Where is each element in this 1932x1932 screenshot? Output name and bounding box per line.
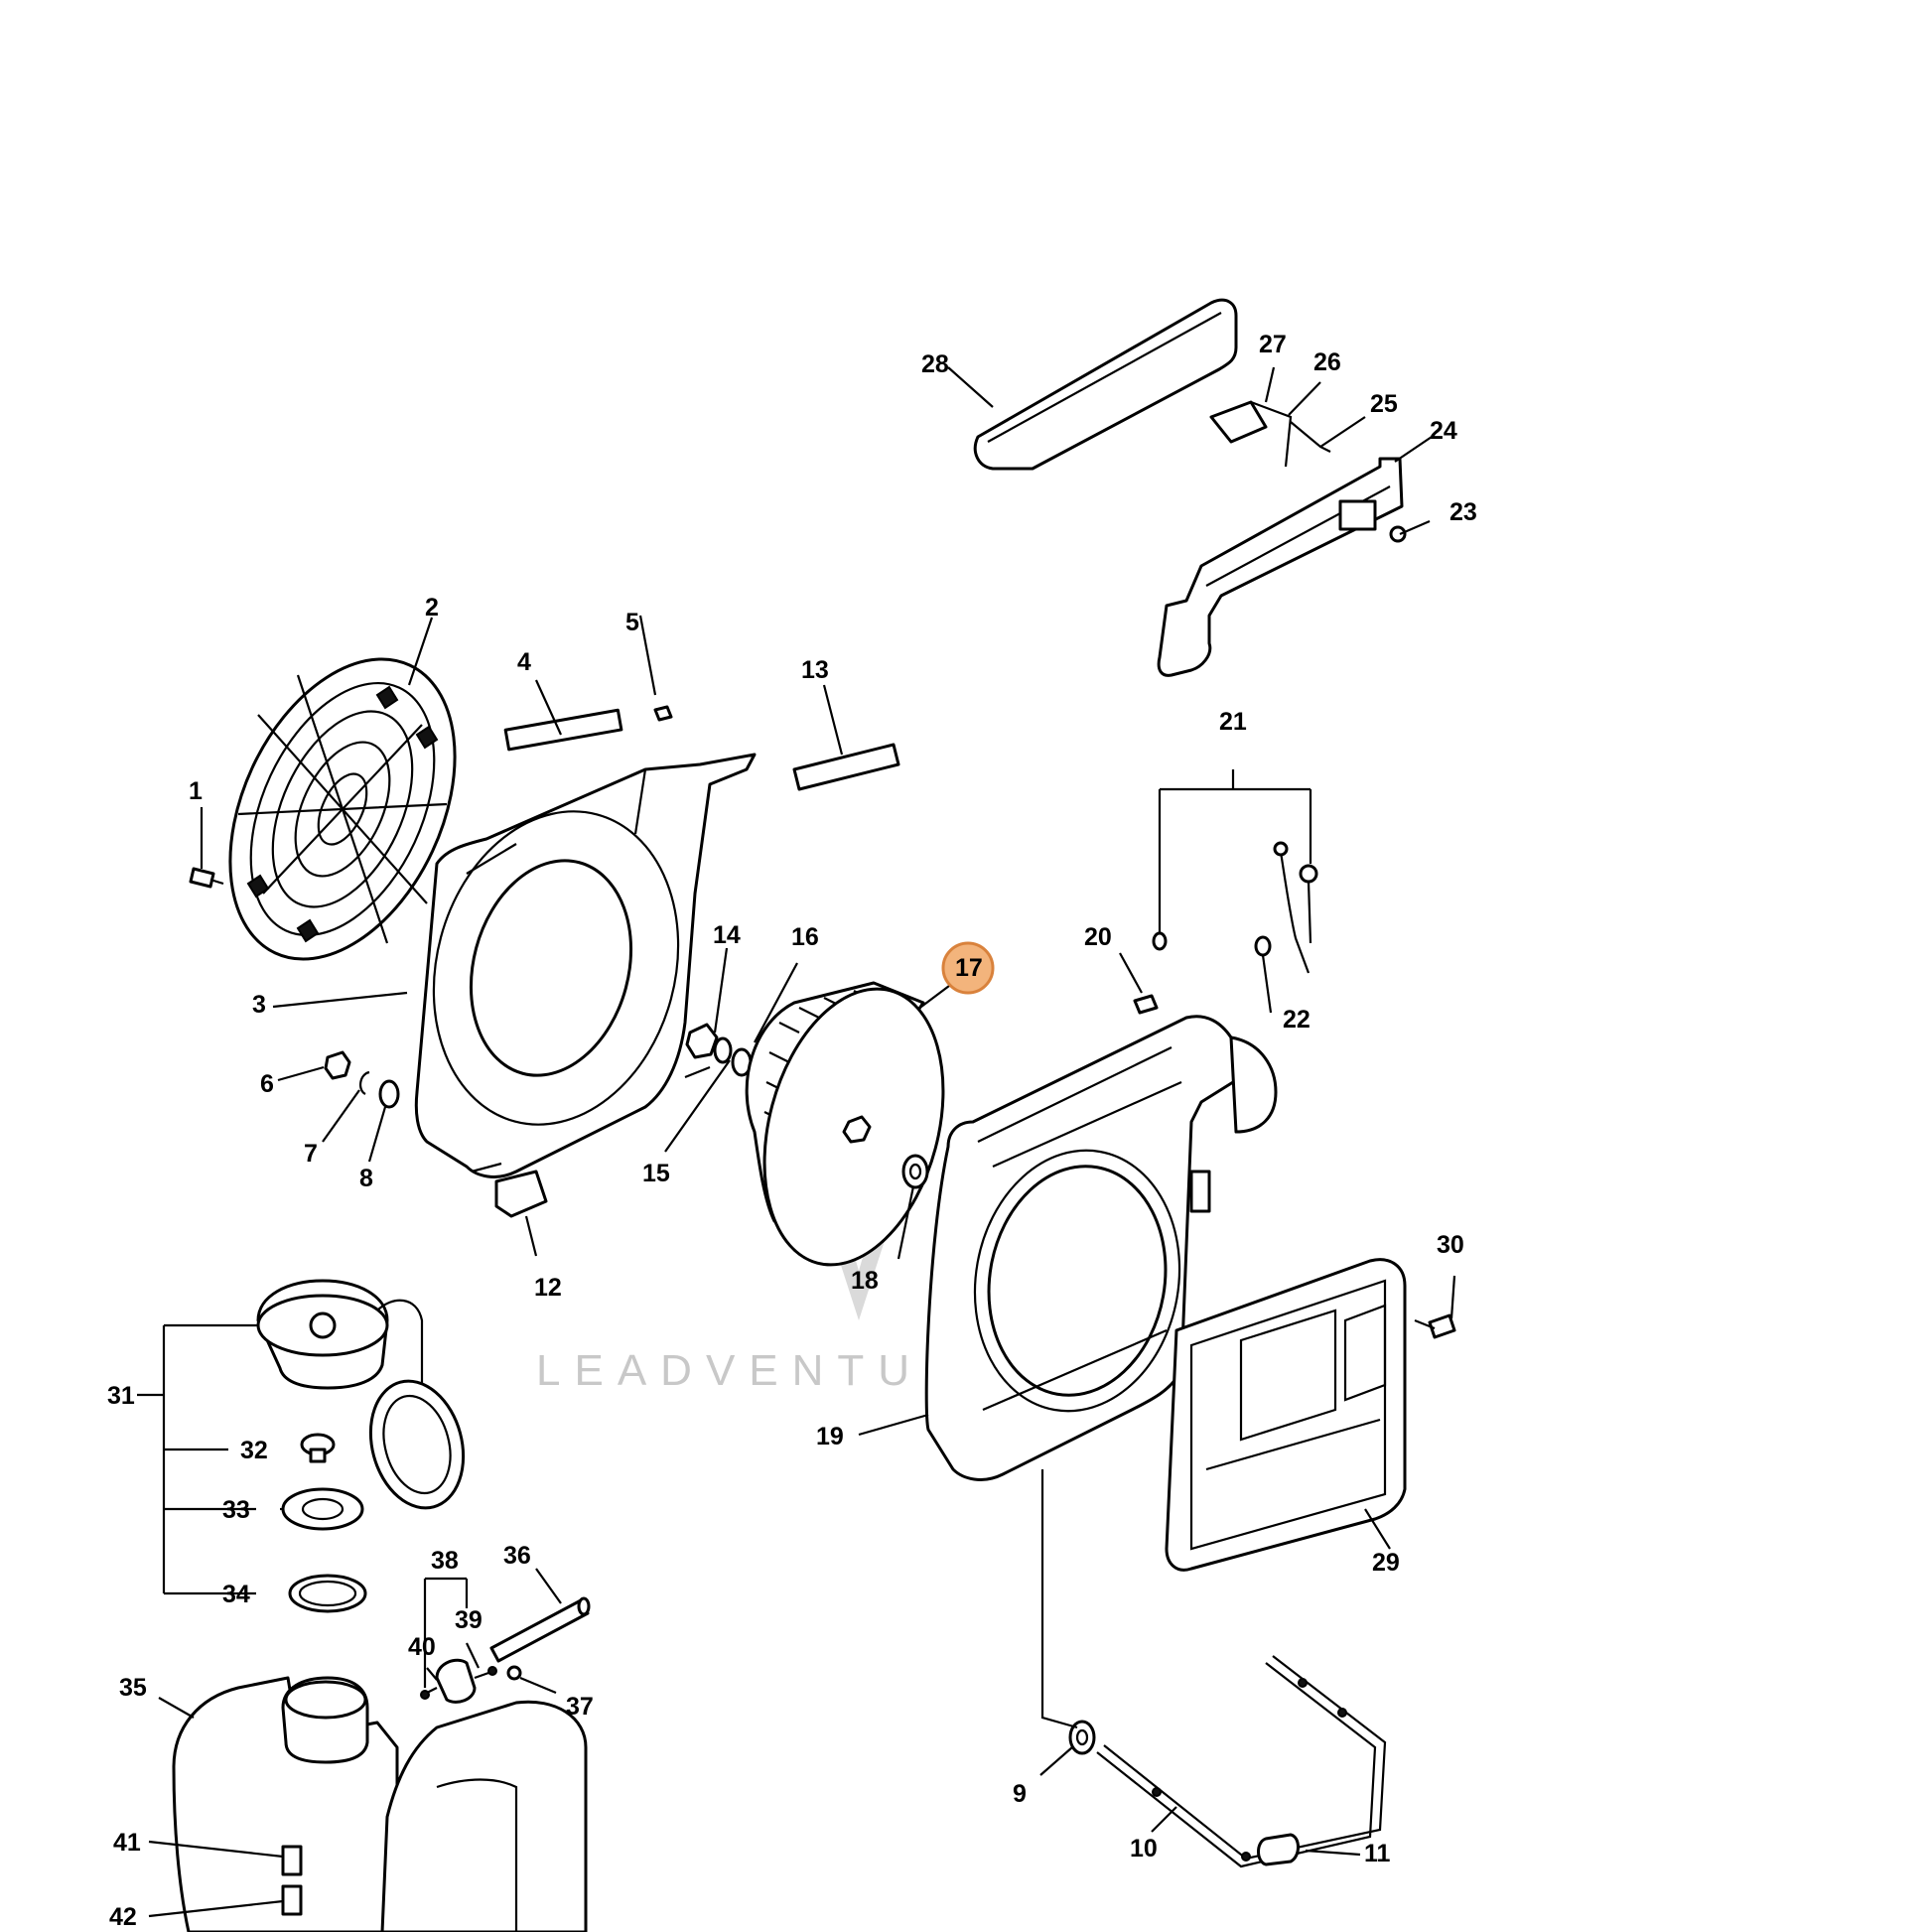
callout-16: 16 xyxy=(791,923,819,951)
fan-impeller-part xyxy=(745,981,945,1267)
callout-33: 33 xyxy=(222,1496,250,1524)
callout-12: 12 xyxy=(534,1274,562,1302)
callout-17: 17 xyxy=(955,954,983,982)
gasket-part-34 xyxy=(288,1574,367,1613)
callout-31: 31 xyxy=(107,1382,135,1410)
callout-19: 19 xyxy=(816,1423,844,1450)
callout-37: 37 xyxy=(566,1693,594,1721)
washer-part-18 xyxy=(901,1154,929,1189)
handle-bracket-part xyxy=(1157,400,1407,677)
callout-36: 36 xyxy=(503,1542,531,1570)
callout-10: 10 xyxy=(1130,1835,1158,1863)
callout-40: 40 xyxy=(408,1633,436,1661)
callout-29: 29 xyxy=(1372,1549,1400,1577)
callout-11: 11 xyxy=(1364,1840,1391,1867)
washer-part-8 xyxy=(378,1079,400,1109)
callout-25: 25 xyxy=(1370,390,1398,418)
fuel-tank-part-35 xyxy=(172,1676,588,1932)
callout-13: 13 xyxy=(801,656,829,684)
fuel-cap-part-31 xyxy=(256,1279,466,1510)
callout-30: 30 xyxy=(1437,1231,1464,1259)
callout-22: 22 xyxy=(1283,1006,1311,1034)
washer-part-15 xyxy=(713,1036,733,1064)
callout-5: 5 xyxy=(625,609,639,636)
callout-28: 28 xyxy=(921,350,949,378)
nut-part-6 xyxy=(324,1050,351,1080)
fuel-filter-part-38 xyxy=(420,1658,497,1704)
callout-labels: 1 2 3 4 5 6 7 8 9 10 11 12 13 14 15 16 1… xyxy=(107,331,1477,1931)
cover-plate-part-29 xyxy=(1165,1258,1407,1572)
highlight-marker xyxy=(941,941,995,995)
handle-cover-part xyxy=(973,298,1238,471)
throttle-rod-part-10 xyxy=(1096,1655,1387,1868)
callout-3: 3 xyxy=(252,991,266,1019)
screw-part-1 xyxy=(189,867,224,889)
callout-38: 38 xyxy=(431,1547,459,1575)
callout-15: 15 xyxy=(642,1160,670,1187)
callout-4: 4 xyxy=(517,648,531,676)
fan-housing-part xyxy=(414,705,757,1178)
callout-9: 9 xyxy=(1013,1780,1027,1808)
callout-23: 23 xyxy=(1449,498,1477,526)
plug-part-37 xyxy=(506,1665,522,1681)
callout-14: 14 xyxy=(713,921,741,949)
vent-valve-part-32 xyxy=(300,1433,336,1463)
nut-part-14 xyxy=(685,1023,719,1059)
callout-35: 35 xyxy=(119,1674,147,1702)
callout-1: 1 xyxy=(189,777,203,805)
bolt-part-30 xyxy=(1414,1313,1456,1339)
callout-20: 20 xyxy=(1084,923,1112,951)
callout-21: 21 xyxy=(1219,708,1247,736)
watermark-text: LEADVENTURE xyxy=(536,1346,1012,1395)
hose-part-36 xyxy=(489,1596,591,1663)
seal-part-33 xyxy=(281,1487,364,1531)
callout-8: 8 xyxy=(359,1165,373,1192)
callout-2: 2 xyxy=(425,594,439,621)
callout-27: 27 xyxy=(1259,331,1287,358)
callout-42: 42 xyxy=(109,1903,137,1931)
callout-24: 24 xyxy=(1430,417,1457,445)
callout-18: 18 xyxy=(851,1267,879,1295)
shroud-part-19 xyxy=(924,1015,1278,1481)
callout-39: 39 xyxy=(455,1606,483,1634)
callout-32: 32 xyxy=(240,1437,268,1464)
grommet-part-9 xyxy=(1068,1720,1096,1755)
rubber-mount-part-12 xyxy=(494,1170,548,1218)
bushing-part-11 xyxy=(1257,1833,1300,1866)
label-part-13 xyxy=(792,743,900,791)
callout-6: 6 xyxy=(260,1070,274,1098)
washer-part-20 xyxy=(1133,994,1159,1015)
callout-7: 7 xyxy=(304,1140,318,1168)
callout-34: 34 xyxy=(222,1581,250,1608)
leader-lines xyxy=(137,366,1456,1918)
clip-part-7 xyxy=(359,1070,370,1095)
callout-41: 41 xyxy=(113,1829,141,1857)
intake-grille-part xyxy=(228,657,457,961)
spark-wire-part-21 xyxy=(1152,841,1318,974)
callout-26: 26 xyxy=(1313,348,1341,376)
